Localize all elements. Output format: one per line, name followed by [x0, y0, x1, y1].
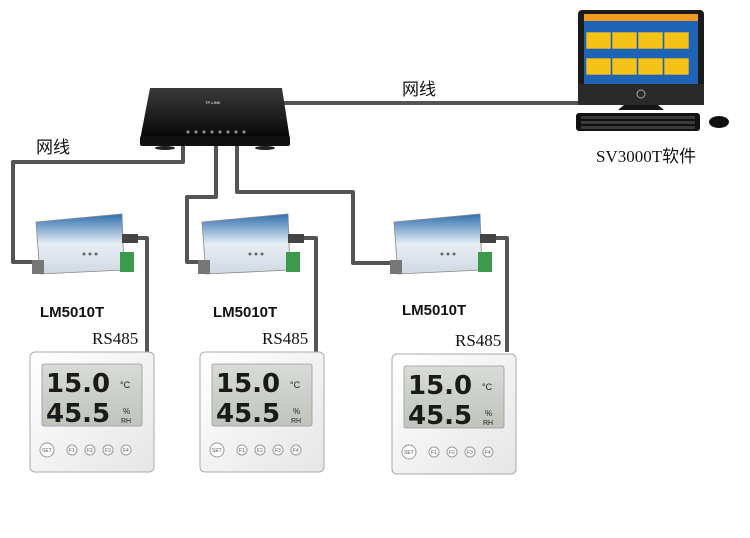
sensor-buttons: SET F1 F2 F3 F4 [401, 444, 494, 460]
sensor-lcd [41, 363, 143, 427]
humidity-unit: % [485, 409, 492, 418]
converter-body [35, 213, 125, 275]
cable-router-pc [270, 97, 612, 105]
label-converter-1: LM5010T [40, 304, 104, 321]
cable-rs485-1 [136, 236, 149, 352]
software-tiles [585, 31, 690, 76]
svg-text:SET: SET [404, 450, 414, 456]
status-leds [82, 252, 98, 256]
label-cable-left: 网线 [36, 138, 70, 157]
router: TP-LINK [140, 88, 290, 150]
svg-text:F1: F1 [239, 448, 245, 454]
temperature-value: 15.0 [46, 369, 110, 399]
sensor-buttons: SET F1 F2 F3 F4 [209, 442, 302, 458]
rs485-terminal [286, 252, 300, 272]
label-rs485-3: RS485 [455, 331, 501, 350]
svg-text:F3: F3 [467, 450, 473, 456]
svg-text:F3: F3 [105, 448, 111, 454]
router-body [140, 88, 290, 140]
converter-ear [198, 260, 210, 274]
converter-1 [32, 213, 138, 275]
humidity-value: 45.5 [46, 399, 110, 429]
humidity-unit-rh: RH [121, 418, 131, 425]
ethernet-connector [480, 234, 496, 243]
temperature-unit: °C [482, 382, 493, 392]
monitor-chin [578, 84, 704, 105]
humidity-value: 45.5 [216, 399, 280, 429]
humidity-unit-rh: RH [291, 418, 301, 425]
converter-body [201, 213, 291, 275]
svg-text:F2: F2 [87, 448, 93, 454]
converter-ear [390, 260, 402, 274]
sensor-lcd [403, 365, 505, 429]
temperature-unit: °C [120, 380, 131, 390]
converter-3 [390, 213, 496, 275]
converter-2 [198, 213, 304, 275]
ethernet-connector [288, 234, 304, 243]
svg-text:SET: SET [212, 448, 222, 454]
temperature-value: 15.0 [408, 371, 472, 401]
svg-text:F1: F1 [431, 450, 437, 456]
hp-logo-icon [636, 89, 646, 99]
converter-ear [32, 260, 44, 274]
svg-text:SET: SET [42, 448, 52, 454]
label-converter-2: LM5010T [213, 304, 277, 321]
keyboard-keys [581, 116, 695, 129]
sensor-1: 15.0 °C 45.5 % RH SET F1 F2 F3 F4 [29, 351, 155, 473]
router-brand: TP-LINK [205, 100, 221, 105]
status-leds [440, 252, 456, 256]
label-rs485-1: RS485 [92, 329, 138, 348]
router-front [140, 136, 290, 146]
sensor-2: 15.0 °C 45.5 % RH SET F1 F2 F3 F4 [199, 351, 325, 473]
rs485-terminal [120, 252, 134, 272]
humidity-unit: % [293, 407, 300, 416]
humidity-value: 45.5 [408, 401, 472, 431]
cable-router-converter-2 [185, 142, 218, 264]
humidity-unit: % [123, 407, 130, 416]
svg-text:F2: F2 [257, 448, 263, 454]
router-leds [186, 130, 246, 134]
rs485-terminal [478, 252, 492, 272]
label-cable-top: 网线 [402, 80, 436, 99]
sensor-3: 15.0 °C 45.5 % RH SET F1 F2 F3 F4 [391, 353, 517, 475]
mouse [709, 116, 729, 128]
svg-text:F4: F4 [485, 450, 491, 456]
monitor-stand [618, 105, 664, 110]
temperature-unit: °C [290, 380, 301, 390]
cable-router-converter-1 [11, 140, 185, 264]
cable-router-converter-3 [235, 140, 396, 265]
cable-rs485-3 [496, 236, 509, 352]
converter-body [393, 213, 483, 275]
computer [576, 10, 729, 131]
svg-text:F1: F1 [69, 448, 75, 454]
svg-text:F4: F4 [123, 448, 129, 454]
label-converter-3: LM5010T [402, 302, 466, 319]
label-software: SV3000T软件 [596, 147, 696, 166]
cable-rs485-2 [302, 236, 318, 352]
sensor-buttons: SET F1 F2 F3 F4 [39, 442, 132, 458]
sensor-lcd [211, 363, 313, 427]
svg-text:F3: F3 [275, 448, 281, 454]
label-rs485-2: RS485 [262, 329, 308, 348]
humidity-unit-rh: RH [483, 420, 493, 427]
temperature-value: 15.0 [216, 369, 280, 399]
software-header [584, 14, 698, 21]
router-stand-left [155, 146, 175, 150]
ethernet-connector [122, 234, 138, 243]
svg-text:F2: F2 [449, 450, 455, 456]
status-leds [248, 252, 264, 256]
svg-text:F4: F4 [293, 448, 299, 454]
router-stand-right [255, 146, 275, 150]
